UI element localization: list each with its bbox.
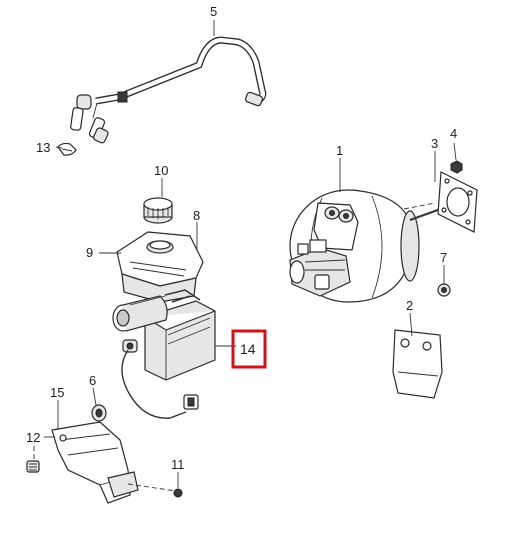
callout-3[interactable]: 3 — [431, 136, 438, 151]
vacuum-hose-part — [70, 36, 267, 144]
grommet-part — [91, 404, 107, 422]
fastener-12-part — [26, 460, 40, 473]
callout-12[interactable]: 12 — [26, 430, 40, 445]
fluid-reservoir-part — [116, 231, 204, 303]
gasket-part — [437, 171, 478, 233]
reservoir-cap-part — [143, 197, 173, 224]
pump-motor-module-part — [112, 289, 216, 381]
booster-bracket-part — [392, 329, 443, 399]
nut-7-part — [437, 283, 451, 297]
callout-4[interactable]: 4 — [450, 126, 457, 141]
highlight-box — [231, 329, 267, 369]
brake-booster-part — [289, 189, 447, 303]
callout-7[interactable]: 7 — [440, 250, 447, 265]
callout-8[interactable]: 8 — [193, 208, 200, 223]
callout-14[interactable]: 14 — [240, 341, 256, 357]
hose-clamp-part — [57, 142, 77, 156]
callout-6[interactable]: 6 — [89, 373, 96, 388]
callout-10[interactable]: 10 — [154, 163, 168, 178]
callout-13[interactable]: 13 — [36, 140, 50, 155]
mounting-bracket-part — [51, 421, 139, 504]
callout-11[interactable]: 11 — [171, 457, 185, 472]
callout-labels: 5 1 3 4 7 2 10 8 9 6 15 12 13 11 — [26, 4, 457, 472]
nut-4-part — [450, 160, 463, 174]
callout-15[interactable]: 15 — [50, 385, 64, 400]
callout-1[interactable]: 1 — [336, 143, 343, 158]
callout-9[interactable]: 9 — [86, 245, 93, 260]
highlight-callout-14[interactable]: 14 — [231, 329, 267, 369]
bolt-11-part — [173, 488, 183, 498]
wiring-harness-part — [121, 349, 199, 419]
callout-2[interactable]: 2 — [406, 298, 413, 313]
callout-5[interactable]: 5 — [210, 4, 217, 19]
